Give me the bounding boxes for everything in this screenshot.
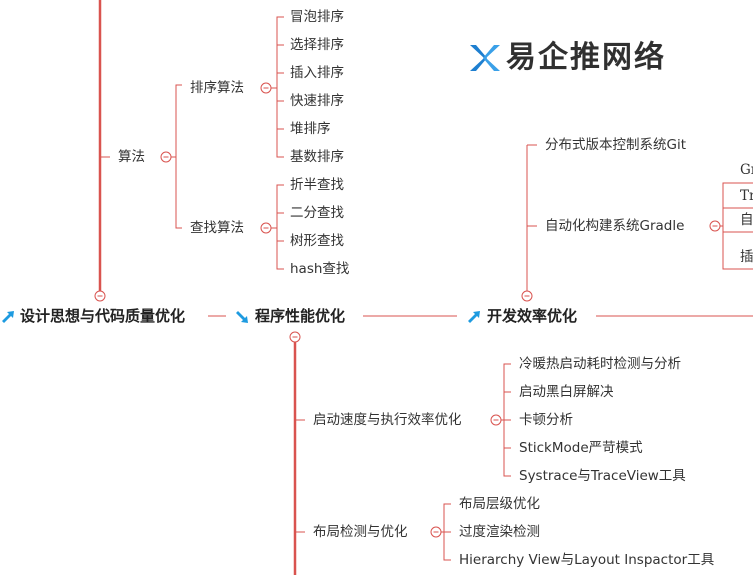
node-sort-item[interactable]: 基数排序	[290, 149, 344, 165]
collapse-toggle-algorithm[interactable]	[160, 151, 172, 163]
node-startup-item[interactable]: Systrace与TraceView工具	[519, 468, 686, 484]
node-startup-item[interactable]: 启动黑白屏解决	[519, 384, 614, 400]
node-algorithm[interactable]: 算法	[118, 149, 145, 165]
node-sort-item[interactable]: 快速排序	[290, 93, 344, 109]
node-search-item[interactable]: 折半查找	[290, 177, 344, 193]
node-gradle-item[interactable]: Gr	[740, 162, 753, 178]
collapse-toggle-sort[interactable]	[260, 82, 272, 94]
arrow-down-right-icon	[236, 311, 248, 323]
node-sort-item[interactable]: 插入排序	[290, 65, 344, 81]
watermark-logo-icon	[470, 45, 500, 71]
node-layout-item[interactable]: 过度渲染检测	[459, 524, 540, 540]
node-gradle[interactable]: 自动化构建系统Gradle	[545, 218, 685, 234]
node-sort[interactable]: 排序算法	[190, 80, 244, 96]
collapse-toggle-efficiency[interactable]	[521, 290, 533, 302]
node-gradle-item[interactable]: 自	[740, 212, 753, 228]
node-gradle-item[interactable]: 插	[740, 249, 753, 265]
node-layout[interactable]: 布局检测与优化	[313, 524, 408, 540]
node-startup-item[interactable]: 卡顿分析	[519, 412, 573, 428]
arrow-up-right-icon	[468, 311, 480, 323]
node-sort-item[interactable]: 冒泡排序	[290, 9, 344, 25]
collapse-toggle-startup[interactable]	[490, 414, 502, 426]
node-startup-item[interactable]: StickMode严苛模式	[519, 440, 643, 456]
watermark-text: 易企推网络	[506, 40, 666, 75]
node-sort-item[interactable]: 选择排序	[290, 37, 344, 53]
main-node-efficiency[interactable]: 开发效率优化	[487, 307, 578, 325]
node-search-item[interactable]: 树形查找	[290, 233, 344, 249]
arrow-up-right-icon	[2, 311, 14, 323]
node-search[interactable]: 查找算法	[190, 220, 244, 236]
collapse-toggle-performance[interactable]	[289, 331, 301, 343]
main-node-design[interactable]: 设计思想与代码质量优化	[20, 307, 186, 325]
collapse-toggle-search[interactable]	[260, 222, 272, 234]
node-startup[interactable]: 启动速度与执行效率优化	[313, 412, 462, 428]
node-search-item[interactable]: 二分查找	[290, 205, 344, 221]
collapse-toggle-design[interactable]	[94, 290, 106, 302]
collapse-toggle-layout[interactable]	[430, 526, 442, 538]
node-layout-item[interactable]: 布局层级优化	[459, 496, 540, 512]
node-git[interactable]: 分布式版本控制系统Git	[545, 137, 687, 153]
collapse-toggle-gradle[interactable]	[709, 220, 721, 232]
node-layout-item[interactable]: Hierarchy View与Layout Inspactor工具	[459, 552, 715, 568]
node-startup-item[interactable]: 冷暖热启动耗时检测与分析	[519, 356, 681, 372]
main-node-performance[interactable]: 程序性能优化	[255, 307, 346, 325]
node-sort-item[interactable]: 堆排序	[290, 121, 331, 137]
node-gradle-item[interactable]: Tr	[740, 188, 753, 204]
node-search-item[interactable]: hash查找	[290, 261, 350, 277]
